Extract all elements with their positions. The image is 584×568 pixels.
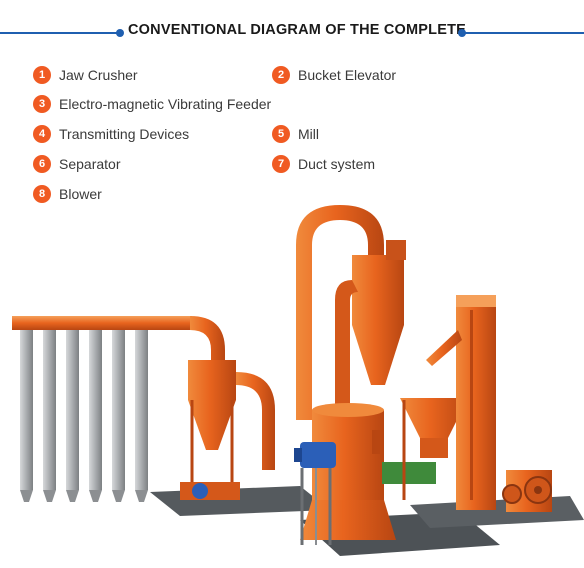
legend-item-blower: 8 Blower	[33, 184, 102, 204]
diagram-title: CONVENTIONAL DIAGRAM OF THE COMPLETE	[128, 22, 467, 38]
transmitting-devices	[294, 442, 436, 545]
bucket-elevator	[426, 295, 496, 510]
filter-bag-columns	[20, 330, 148, 502]
legend-number-badge: 4	[33, 125, 51, 143]
legend-label: Blower	[59, 186, 102, 202]
separator-cyclone	[296, 205, 406, 420]
diagram-header: CONVENTIONAL DIAGRAM OF THE COMPLETE	[0, 18, 584, 48]
legend-item-separator: 6 Separator	[33, 154, 120, 174]
legend-item-duct-system: 7 Duct system	[272, 154, 375, 174]
legend-label: Jaw Crusher	[59, 67, 138, 83]
legend-item-bucket-elevator: 2 Bucket Elevator	[272, 65, 396, 85]
legend-label: Transmitting Devices	[59, 126, 190, 142]
legend-label: Mill	[298, 126, 319, 142]
legend-number-badge: 7	[272, 155, 290, 173]
header-rule-right	[462, 32, 584, 34]
legend-label: Separator	[59, 156, 121, 172]
legend-label: Electro-magnetic Vibrating Feeder	[59, 96, 272, 112]
legend-number-badge: 6	[33, 155, 51, 173]
legend-item-vibrating-feeder: 3 Electro-magnetic Vibrating Feeder	[33, 94, 271, 114]
grinding-mill	[300, 403, 396, 540]
legend-number-badge: 2	[272, 66, 290, 84]
legend-item-mill: 5 Mill	[272, 124, 319, 144]
legend-item-transmitting-devices: 4 Transmitting Devices	[33, 124, 189, 144]
legend-item-jaw-crusher: 1 Jaw Crusher	[33, 65, 138, 85]
legend-number-badge: 5	[272, 125, 290, 143]
legend-number-badge: 3	[33, 95, 51, 113]
legend-label: Duct system	[298, 156, 376, 172]
header-dot-left	[116, 29, 124, 37]
legend-label: Bucket Elevator	[298, 67, 397, 83]
dust-collector-bags	[12, 316, 225, 502]
legend-number-badge: 1	[33, 66, 51, 84]
blower-unit	[180, 482, 240, 500]
jaw-crusher	[502, 470, 552, 512]
legend-number-badge: 8	[33, 185, 51, 203]
cyclone-collector	[188, 360, 275, 490]
header-rule-left	[0, 32, 118, 34]
